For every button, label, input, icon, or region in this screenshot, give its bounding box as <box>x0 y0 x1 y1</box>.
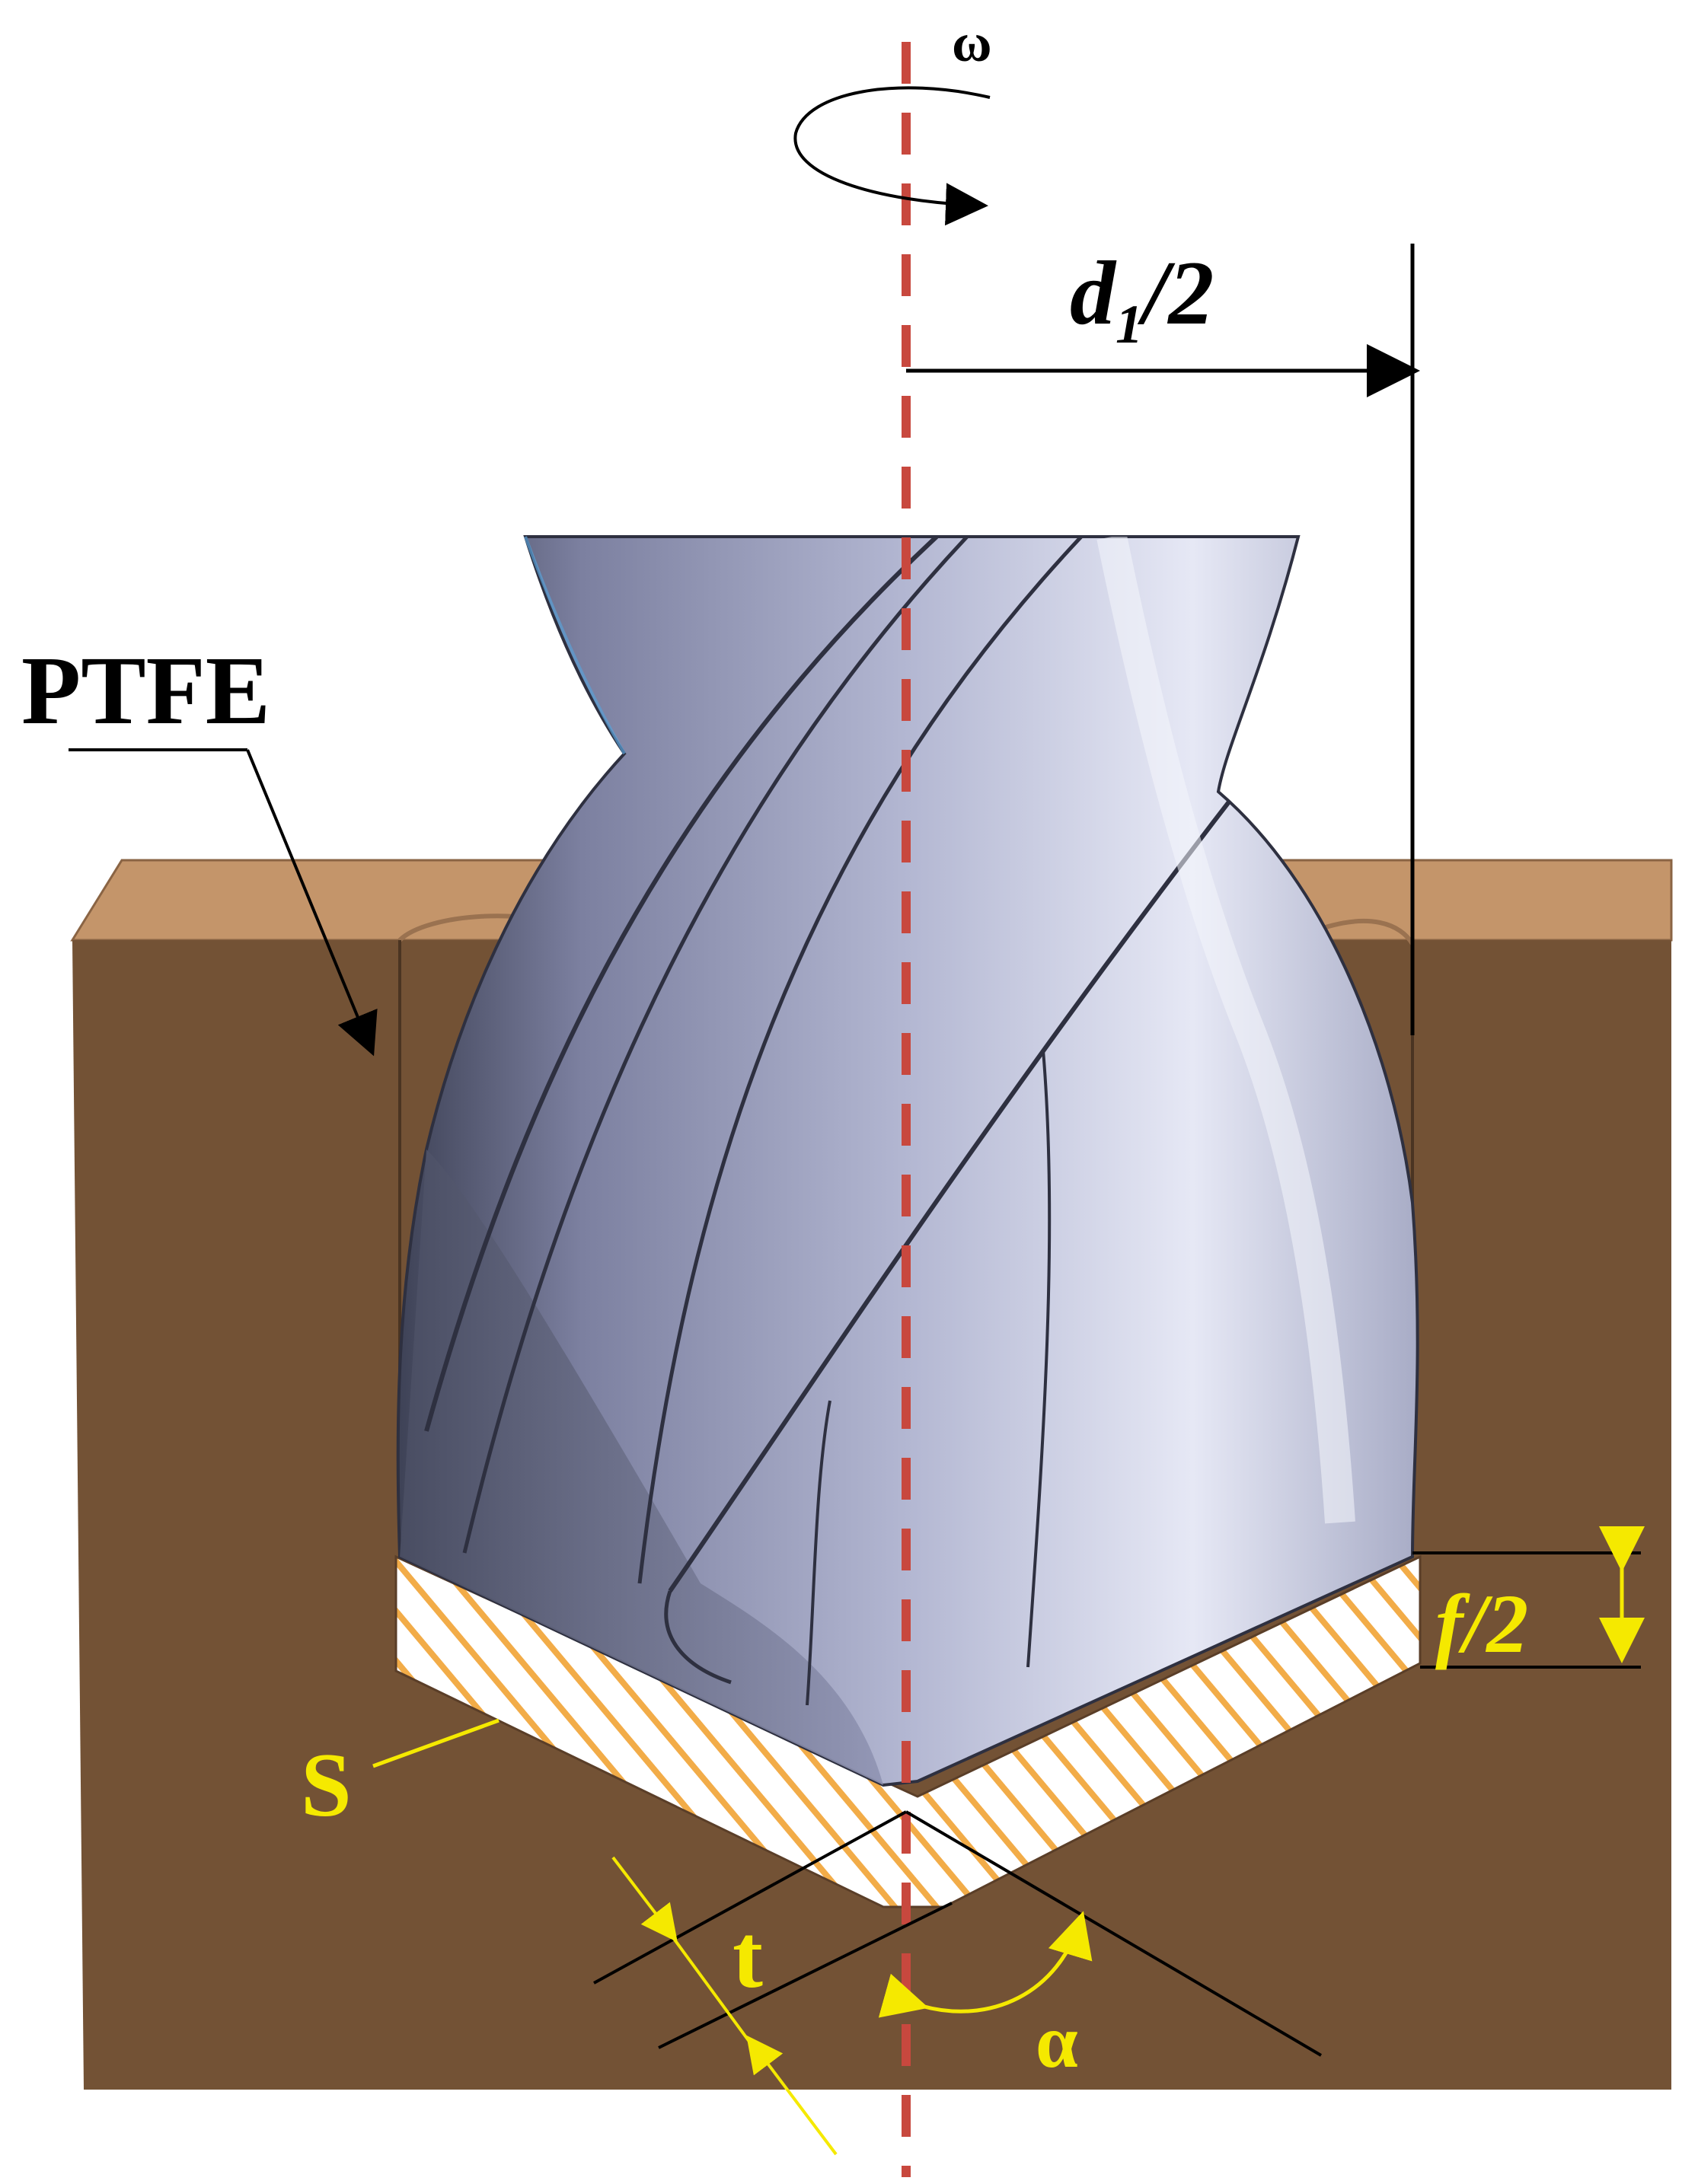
rotation-arrow <box>793 86 991 226</box>
drill-highlight <box>1096 537 1355 1524</box>
thickness-dimension <box>611 1856 838 2156</box>
drill-helix-1 <box>424 537 939 1432</box>
drill-helix-2 <box>462 537 969 1554</box>
drill-bit <box>396 535 1419 1787</box>
radius-dimension <box>906 244 1420 1035</box>
drill-land-2 <box>1026 1050 1052 1668</box>
drill-helix-4 <box>668 668 1335 1593</box>
omega-label: ω <box>952 12 992 73</box>
thickness-label: t <box>733 1905 763 2007</box>
half-feed-label: f/2 <box>1435 1577 1528 1670</box>
drill-helix-3 <box>637 537 1083 1584</box>
radius-label: d1/2 <box>1070 242 1214 355</box>
half-feed-dimension <box>1412 1526 1645 1669</box>
ptfe-leader <box>69 748 378 1057</box>
radius-subscript: 1 <box>1116 294 1143 355</box>
section-leader <box>372 1718 500 1768</box>
angle-label: α <box>1036 1999 1078 2084</box>
section-label: S <box>301 1734 352 1835</box>
angle-arc <box>878 1911 1093 2018</box>
drill-lip-ridge <box>664 1590 732 1685</box>
ptfe-label: PTFE <box>21 636 270 744</box>
drill-land-1 <box>806 1400 831 1706</box>
drill-flute-lower <box>400 1149 883 1785</box>
drill-shank-edge-left <box>524 536 626 754</box>
